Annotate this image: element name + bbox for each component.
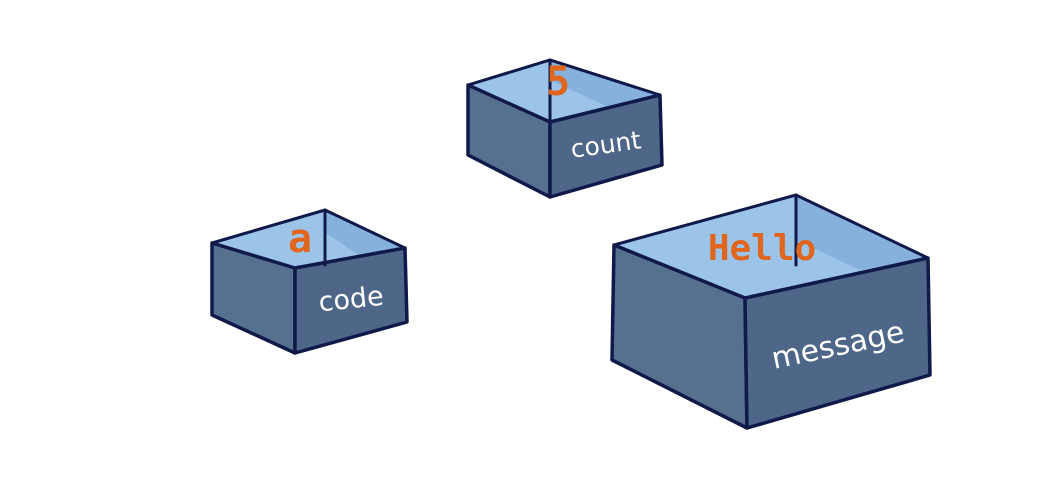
box-message-right-face bbox=[743, 256, 932, 430]
box-code-label: code bbox=[317, 281, 385, 319]
box-code-right-face bbox=[293, 246, 409, 355]
box-count-right-face bbox=[548, 93, 664, 199]
box-count-value: 5 bbox=[546, 59, 570, 105]
box-message-interior-back bbox=[796, 195, 928, 270]
box-message-value: Hello bbox=[708, 228, 816, 269]
box-message: Hello message bbox=[610, 193, 932, 430]
box-code-value: a bbox=[288, 216, 312, 262]
box-code: a code bbox=[210, 208, 409, 355]
box-count: 5 count bbox=[466, 58, 664, 199]
box-code-interior-back bbox=[325, 210, 405, 256]
box-count-interior-back bbox=[550, 60, 660, 108]
